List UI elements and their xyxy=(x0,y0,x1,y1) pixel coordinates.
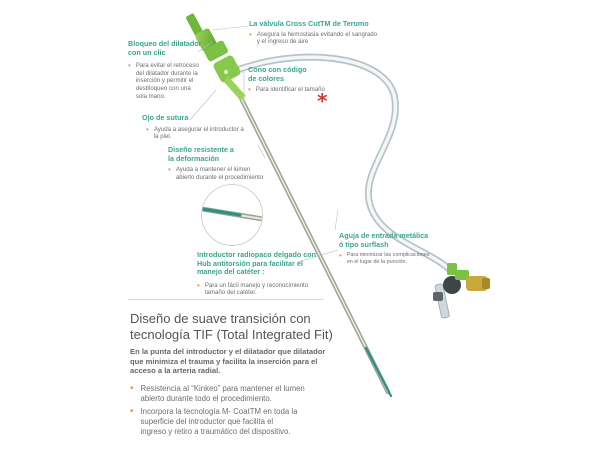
main-subtitle-1: En la punta del introductor y el dilatad… xyxy=(130,347,326,356)
bullet-2-line-3: ingreso y retiro a traumático del dispos… xyxy=(140,426,291,436)
callout-cone: Cono con código de colores • Para identi… xyxy=(248,65,358,95)
callout-lock-text-5: sola mano. xyxy=(135,92,166,100)
callout-lock-text-2: del dilatador durante la xyxy=(135,69,198,77)
asterisk-mark: * xyxy=(317,89,328,113)
bullet-1-line-1: Resistencia al “Kinkeo” para mantener el… xyxy=(140,383,305,393)
callout-valve: La válvula Cross CutTM de Terumo • Asegu… xyxy=(249,19,419,46)
callout-valve-text-1: Asegura la hemostasia evitando el sangra… xyxy=(256,30,378,38)
callout-radiopaque-title-2: Hub antitorsión para facilitar el xyxy=(197,258,303,268)
main-title-1: Diseño de suave transición con xyxy=(130,311,311,326)
list-item: • Resistencia al “Kinkeo” para mantener … xyxy=(130,382,370,404)
callout-needle-text-2: en el lugar de la punción. xyxy=(346,259,408,266)
callout-deform-text-1: Ayuda a mantener el lúmen xyxy=(175,166,251,174)
bullet-dot-icon: • xyxy=(197,280,200,290)
bullet-dot-icon: • xyxy=(249,29,252,39)
callout-suture: Ojo de sutura • Ayuda a asegurar el intr… xyxy=(142,113,272,141)
bullet-dot-icon: • xyxy=(168,165,171,175)
bullet-dot-icon: • xyxy=(130,406,134,418)
callout-lock: Bloqueo del dilatador con un clic • Para… xyxy=(128,39,228,100)
main-subtitle-3: acceso a la arteria radial. xyxy=(130,366,221,376)
zoom-circle xyxy=(201,184,263,246)
bullet-dot-icon: • xyxy=(339,251,342,261)
callout-cone-title-2: de colores xyxy=(248,73,284,83)
callout-valve-text-2: y el ingreso de aire xyxy=(256,38,309,46)
main-title-2: tecnología TIF (Total Integrated Fit) xyxy=(130,326,333,342)
main-section: Diseño de suave transición con tecnologí… xyxy=(130,311,370,437)
callout-needle-text-1: Para minimizar las complicaciones xyxy=(346,252,430,259)
stopcock xyxy=(433,263,490,319)
callout-lock-text-1: Para evitar el retroceso xyxy=(135,62,199,70)
callout-needle: Aguja de entrada metálica ó tipo surflas… xyxy=(339,231,459,266)
callout-suture-title: Ojo de sutura xyxy=(142,113,189,122)
list-item: • Incorpora la tecnología M- CoatTM en t… xyxy=(130,407,370,436)
hub-cap xyxy=(186,13,203,36)
callout-valve-title: La válvula Cross CutTM de Terumo xyxy=(249,19,369,28)
bullet-dot-icon: • xyxy=(248,85,251,95)
bullet-1-line-2: abierto durante todo el procedimiento. xyxy=(140,393,272,403)
callout-cone-text-1: Para identificar el tamaño xyxy=(255,86,325,94)
callout-deform-title-2: la deformación xyxy=(168,153,220,163)
dilator-tip xyxy=(364,346,393,398)
color-cone xyxy=(213,55,241,83)
callout-deform: Diseño resistente a la deformación • Ayu… xyxy=(168,145,288,181)
callout-lock-title-1: Bloqueo del dilatador xyxy=(128,39,202,48)
callout-deform-text-2: abierto durante el procedimiento xyxy=(175,173,264,181)
callout-suture-text-1: Ayuda a asegurar el introductor a xyxy=(153,125,244,133)
main-subtitle: En la punta del introductor y el dilatad… xyxy=(130,347,370,376)
callout-needle-title-1: Aguja de entrada metálica xyxy=(339,231,429,240)
callout-radiopaque-title-3: manejo del catéter : xyxy=(197,267,265,277)
callout-cone-title-1: Cono con código xyxy=(248,65,307,74)
callout-radiopaque-text-2: tamaño del catéter. xyxy=(204,289,257,297)
callout-lock-text-4: desbloqueo con una xyxy=(135,84,191,92)
bullet-2-line-2: superficie del introductor que facilita … xyxy=(140,417,274,427)
bullet-dot-icon: • xyxy=(128,61,131,71)
callout-lock-title-2: con un clic xyxy=(128,47,166,57)
callout-deform-title-1: Diseño resistente a xyxy=(168,145,234,154)
callout-lock-text-3: inserción y permitir el xyxy=(135,77,194,85)
bullet-2-line-1: Incorpora la tecnología M- CoatTM en tod… xyxy=(140,407,298,417)
section-divider xyxy=(128,299,324,300)
bullet-dot-icon: • xyxy=(130,382,134,394)
main-subtitle-2: que minimiza el trauma y facilita la ins… xyxy=(130,356,318,366)
callout-suture-text-2: la piel. xyxy=(153,133,172,141)
callout-radiopaque-title-1: Introductor radiopaco delgado con xyxy=(197,250,316,259)
bullet-dot-icon: • xyxy=(146,124,149,134)
callout-radiopaque: Introductor radiopaco delgado con Hub an… xyxy=(197,250,347,297)
callout-needle-title-2: ó tipo surflash xyxy=(339,239,389,249)
callout-radiopaque-text-1: Para un fácil manejo y reconocimiento xyxy=(204,281,309,289)
main-bullet-list: • Resistencia al “Kinkeo” para mantener … xyxy=(130,382,370,437)
